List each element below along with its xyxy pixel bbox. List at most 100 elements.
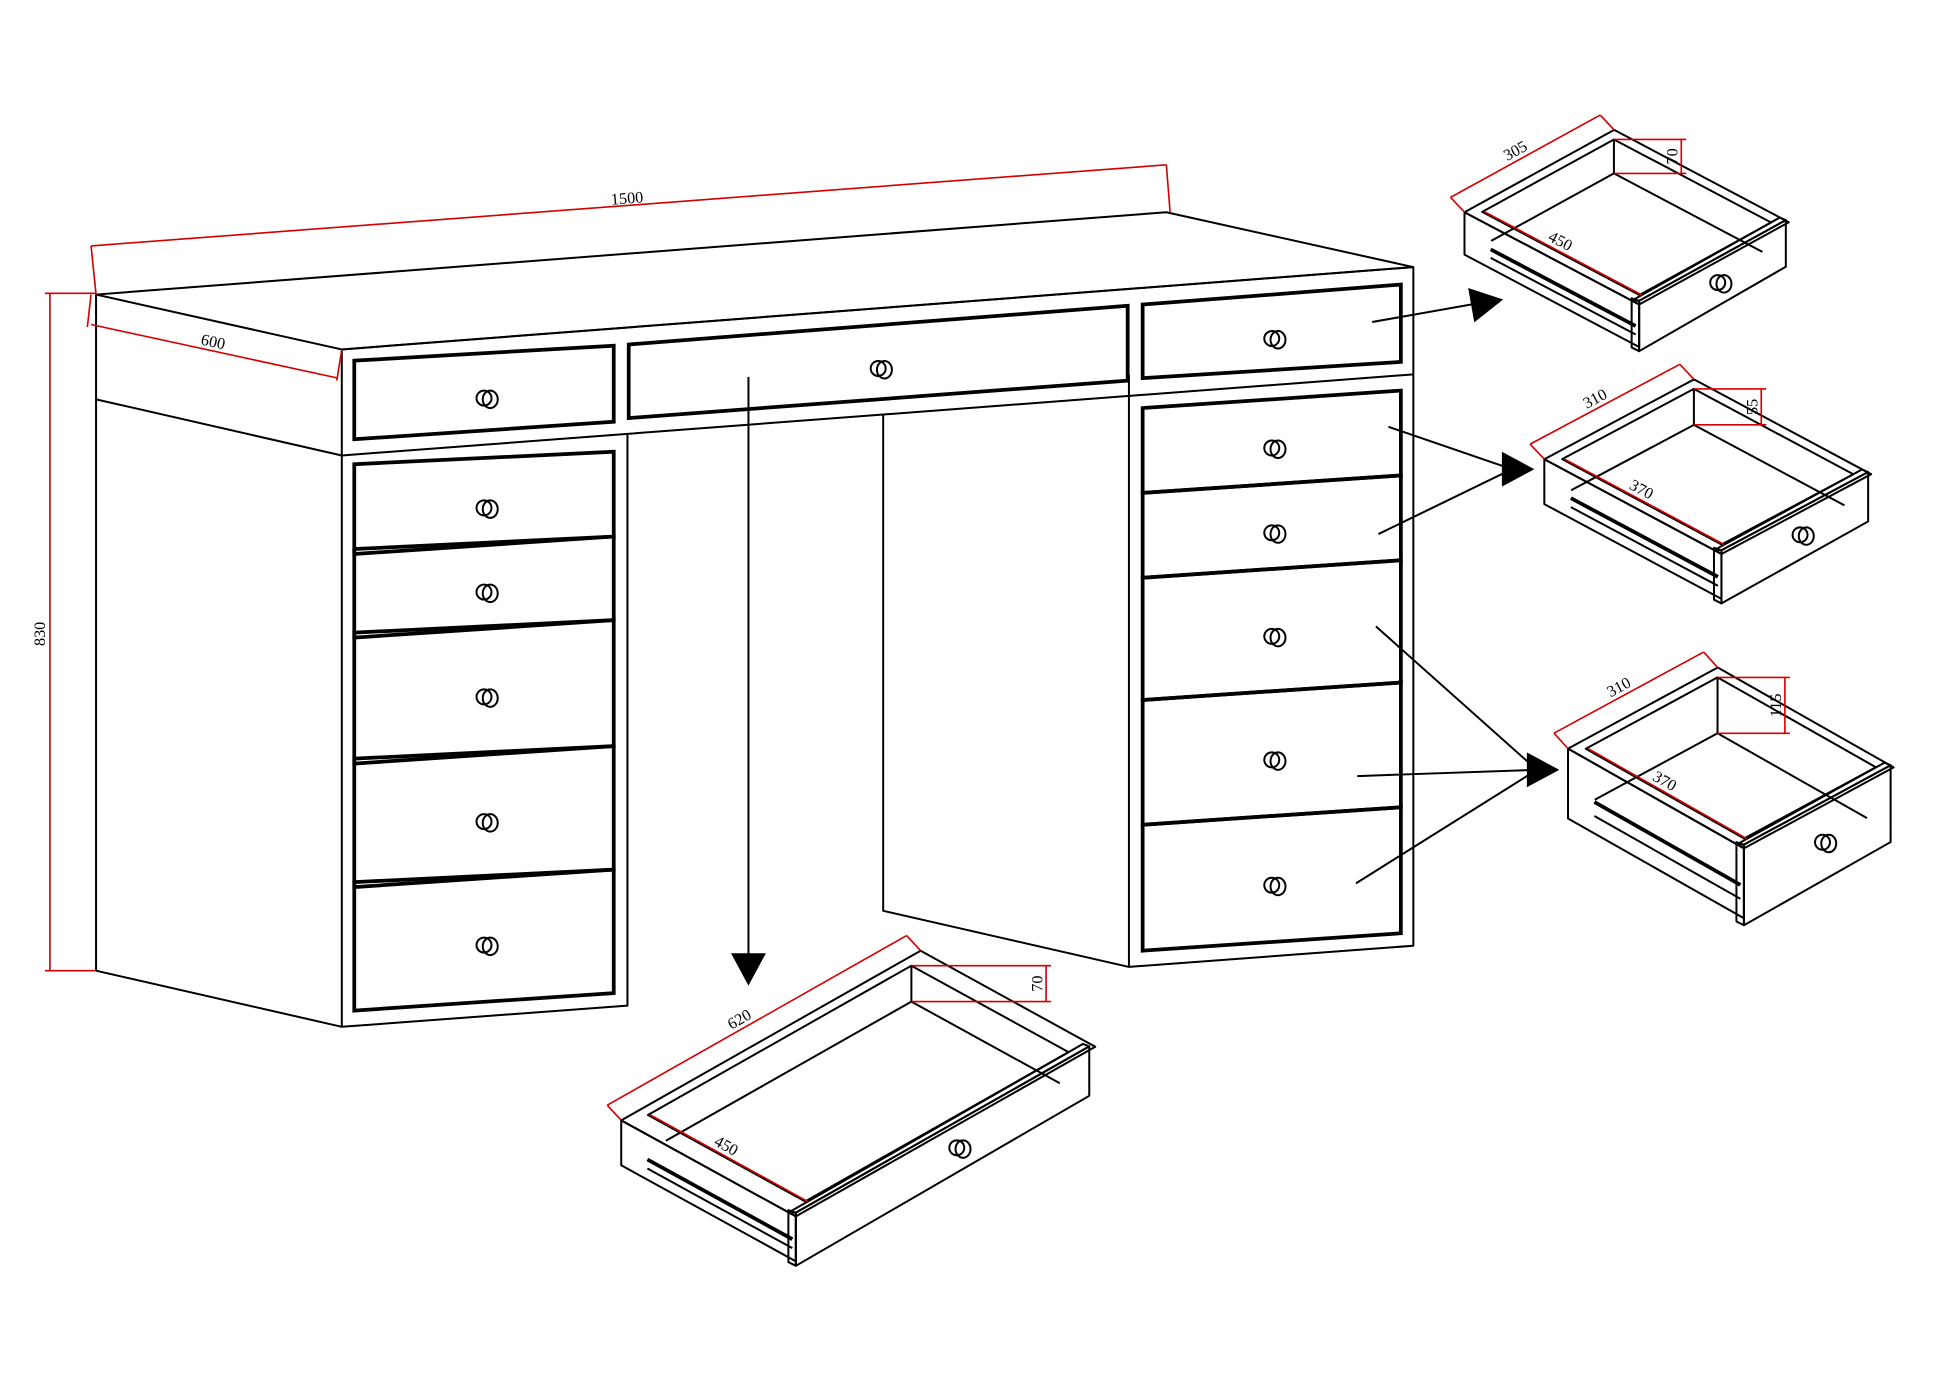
desk-top-edge-side [95,398,343,457]
drawer-slide-rail [1489,247,1637,328]
drawer-depth-label: 450 [1545,228,1575,255]
knob-icon [481,936,499,957]
arrowhead-icon [1501,451,1535,487]
drawer-slide-rail [1570,496,1719,579]
dim-tick [1553,732,1569,750]
right-pedestal-drawer [1140,558,1403,702]
arrow-line [1377,468,1513,535]
drawer-front-edge [1630,297,1641,353]
arrowhead-icon [730,953,766,986]
drawer-opening [1561,387,1855,546]
dim-tick [1599,114,1615,131]
knob-icon [481,583,499,604]
depth-dimension-line [1484,211,1643,296]
drawer-opening [1481,138,1773,296]
knob-icon [481,813,499,833]
drawer-slide-rail [1490,257,1637,336]
drawer-front-panel [1720,471,1870,605]
drawer-slide-rail [646,1167,793,1250]
drawer-front-top [1735,761,1892,846]
drawer-width-label: 310 [1604,674,1634,701]
width-dimension-line [91,164,1167,247]
desk-top-surface [95,211,1415,351]
left-pedestal-drawer [352,867,616,1013]
dim-tick [906,934,922,952]
left-pedestal [341,434,629,1028]
drawer-side-panel [620,1119,797,1263]
desk-apron-bottom [341,373,1414,457]
desk-depth-label: 600 [199,331,227,354]
arrowhead-icon [1526,752,1560,788]
drawer-front-panel [1638,219,1787,353]
drawer-height-label: 70 [1664,148,1682,164]
drawer-height-label: 55 [1744,399,1762,415]
desk-top-front-edge [341,266,1414,351]
width-dimension-line [1529,363,1681,445]
drawer-front-edge [787,1209,797,1267]
arrow-line [1355,768,1538,885]
knob-icon [1715,274,1733,294]
depth-dim-tick [336,349,343,381]
knob-icon [1269,627,1287,648]
drawer-depth-label: 370 [1650,767,1680,795]
drawer-width-label: 305 [1500,137,1530,164]
drawer-front-edge [1712,546,1723,605]
arrow-line [1388,425,1513,471]
drawer-slide-rail [1570,506,1719,587]
knob-icon [481,688,499,708]
drawer-top-small: 305 450 70 [1449,114,1790,353]
depth-dimension-line [650,1114,808,1203]
drawer-opening [1584,676,1877,840]
drawer-front-top [787,1042,1091,1214]
drawer-front-top [1712,468,1870,552]
depth-dimension-line [1564,458,1725,546]
right-pedestal-drawer [1140,680,1403,827]
width-dim-tick [1165,164,1171,213]
top-drawer-center [626,303,1130,421]
width-dimension-line [1553,651,1705,734]
knob-icon [1820,833,1838,854]
knob-icon [1269,876,1287,897]
knob-icon [1269,439,1287,459]
knob-icon [1269,330,1287,350]
drawer-height-label: 115 [1767,693,1785,717]
arrow-line [1375,625,1538,771]
knob-icon [481,389,499,410]
desk-dimensions: 1500 600 830 [31,164,1171,972]
dim-tick [1679,363,1695,380]
dim-tick [606,1104,622,1121]
right-pedestal [1127,267,1415,968]
drawer-depth-label: 370 [1626,476,1656,503]
dim-tick [1703,651,1719,669]
knob-icon [1269,524,1287,544]
drawer-front-panel [794,1045,1091,1267]
knob-icon [875,359,893,380]
desk-left-side [95,294,343,1028]
drawer-front-top [1630,216,1787,302]
drawer-height-label: 70 [1028,976,1046,992]
knob-icon [1797,526,1815,546]
drawer-slide-rail [1593,815,1741,900]
drawer-width-label: 620 [724,1006,754,1034]
drawer-slide-rail [1593,800,1742,887]
pointer-arrows [730,287,1560,986]
dim-tick [1529,443,1545,460]
width-dimension-line [1450,114,1601,199]
depth-dim-tick [86,294,92,328]
arrow-line [1357,768,1537,778]
drawer-deep: 310 370 115 [1553,651,1895,927]
depth-dimension-line [90,323,339,379]
desk-height-label: 830 [31,622,49,646]
desk-drawer-fronts [352,282,1403,1013]
drawer-shallow: 310 370 55 [1529,363,1873,605]
drawer-front-edge [1735,841,1745,927]
drawer-width-label: 310 [1580,385,1610,412]
drawer-slide-rail [646,1157,794,1241]
top-drawer-right [1140,282,1403,381]
knob-icon [481,499,499,519]
dim-tick [1449,196,1466,213]
